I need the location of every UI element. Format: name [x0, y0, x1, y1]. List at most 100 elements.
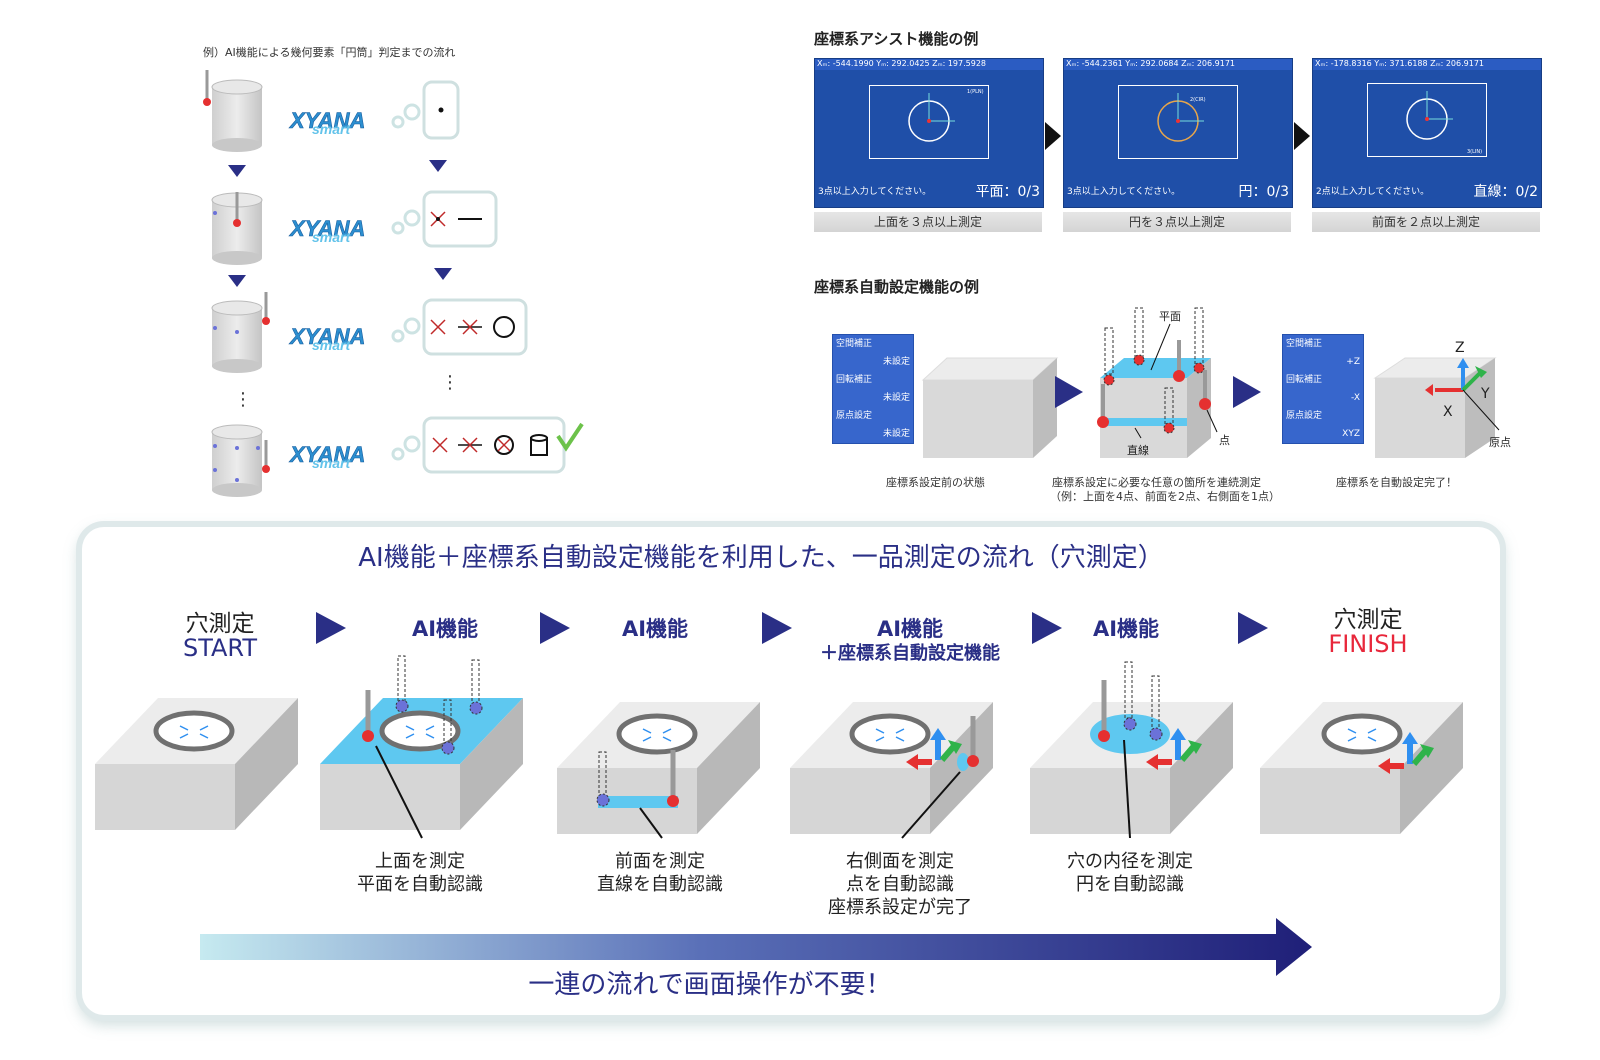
step-arrow	[540, 612, 570, 644]
flow-progress-arrow	[200, 918, 1312, 976]
start-label: 穴測定	[185, 611, 255, 637]
chain-icon-1	[391, 103, 421, 129]
assist-caption-2: 円を３点以上測定	[1063, 212, 1291, 232]
ellipsis-left: ⋮	[234, 389, 252, 410]
block-start	[95, 698, 298, 830]
coord-status-panel-after: 空間補正 +Z 回転補正 -X 原点設定 XYZ	[1282, 334, 1364, 444]
result-box-4	[422, 416, 566, 474]
label-line: 直線	[1127, 443, 1149, 457]
xyana-logo-3: XYANA smart	[288, 324, 366, 353]
auto-caption-after: 座標系を自動設定完了！	[1336, 476, 1457, 489]
label-origin: 原点	[1489, 436, 1511, 449]
left-caption: 例）AI機能による幾何要素「円筒」判定までの流れ	[203, 46, 456, 59]
xyana-logo-4: XYANA smart	[288, 442, 366, 471]
auto-heading: 座標系自動設定機能の例	[814, 278, 980, 296]
step-ai-4: AI機能	[1092, 617, 1160, 641]
axis-z-label: Z	[1455, 340, 1465, 356]
svg-text:XYANA: XYANA	[288, 108, 365, 133]
auto-caption-before: 座標系設定前の状態	[886, 476, 985, 489]
auto-caption-mid-1: 座標系設定に必要な任意の箇所を連続測定	[1052, 476, 1261, 489]
ellipsis-right: ⋮	[441, 372, 459, 393]
instruction-text: 3点以上入力してください。	[1067, 187, 1181, 197]
coords-readout: Xₘ: -544.2361 Yₘ: 292.0684 Zₘ: 206.9171	[1064, 59, 1292, 70]
coord-status-panel-before: 空間補正 未設定 回転補正 未設定 原点設定 未設定	[832, 334, 914, 444]
start-label-en: START	[182, 634, 258, 662]
xyana-logo-2: XYANA smart	[288, 216, 366, 245]
caption-step3: 右側面を測定点を自動認識座標系設定が完了	[828, 851, 972, 918]
assist-screen-line: Xₘ: -178.8316 Yₘ: 371.6188 Zₘ: 206.9171 …	[1312, 58, 1542, 208]
graphics-window	[869, 85, 989, 159]
graphics-window	[1118, 85, 1238, 159]
auto-setting-diagram: 平面 直線 点 Z Y X 原点	[921, 307, 1511, 458]
caption-step4: 穴の内径を測定円を自動認識	[1067, 851, 1193, 895]
axis-graphic: 1(PLN)	[908, 89, 984, 142]
axis-graphic: 2(CIR)	[1157, 93, 1206, 142]
result-box-3	[422, 298, 528, 356]
svg-text:2(CIR): 2(CIR)	[1190, 97, 1206, 103]
block-finish	[1260, 702, 1463, 834]
svg-text:smart: smart	[312, 455, 351, 471]
chain-icon-4	[391, 435, 421, 461]
axis-graphic: 3(LIN)	[1406, 91, 1482, 155]
point-count: 平面：0/3	[975, 184, 1040, 200]
step-ai-3: AI機能	[876, 617, 944, 641]
cylinder-4	[211, 424, 270, 497]
finish-label: 穴測定	[1333, 607, 1403, 633]
block-front-surface	[557, 702, 760, 839]
block-hole-inner	[1030, 661, 1233, 839]
auto-caption-mid-2: （例：上面を4点、前面を2点、右側面を1点）	[1050, 490, 1280, 503]
right-arrow	[1055, 376, 1083, 408]
result-box-2	[422, 190, 498, 248]
instruction-text: 2点以上入力してください。	[1316, 187, 1430, 197]
right-arrow	[1233, 376, 1261, 408]
svg-text:1(PLN): 1(PLN)	[967, 89, 984, 95]
step-ai-1: AI機能	[411, 617, 479, 641]
svg-text:XYANA: XYANA	[288, 216, 365, 241]
step-arrow	[762, 612, 792, 644]
point-count: 円：0/3	[1238, 184, 1289, 200]
flow-title: AI機能＋座標系自動設定機能を利用した、一品測定の流れ（穴測定）	[358, 543, 1164, 573]
chain-icon-3	[391, 317, 421, 343]
assist-caption-1: 上面を３点以上測定	[814, 212, 1042, 232]
finish-label-en: FINISH	[1328, 630, 1408, 658]
work-block-after: Z Y X 原点	[1373, 340, 1511, 458]
block-right-side	[790, 702, 993, 839]
point-count: 直線：0/2	[1473, 184, 1538, 200]
chain-icon-2	[391, 209, 421, 235]
cylinder-ai-diagram: XYANA smart XYANA smart	[203, 70, 584, 497]
step-ai-2: AI機能	[621, 617, 689, 641]
assist-heading: 座標系アシスト機能の例	[814, 30, 979, 48]
right-arrow	[1294, 122, 1310, 150]
svg-text:smart: smart	[312, 229, 351, 245]
label-plane: 平面	[1159, 310, 1181, 323]
assist-screen-plane: Xₘ: -544.1990 Yₘ: 292.0425 Zₘ: 197.5928 …	[814, 58, 1044, 208]
xyana-logo-1: XYANA smart	[288, 108, 366, 137]
coords-readout: Xₘ: -178.8316 Yₘ: 371.6188 Zₘ: 206.9171	[1313, 59, 1541, 70]
block-top-surface	[320, 655, 523, 839]
work-block-before	[921, 357, 1059, 458]
instruction-text: 3点以上入力してください。	[818, 187, 932, 197]
check-icon	[556, 422, 584, 452]
work-block-measuring: 平面 直線 点	[1097, 307, 1230, 458]
svg-text:3(LIN): 3(LIN)	[1467, 149, 1482, 155]
down-arrow	[434, 268, 452, 280]
svg-text:smart: smart	[312, 337, 351, 353]
step-arrow	[1032, 612, 1062, 644]
step-arrow	[1238, 612, 1268, 644]
svg-text:smart: smart	[312, 121, 351, 137]
cylinder-2	[211, 192, 263, 265]
axis-x-label: X	[1443, 404, 1453, 420]
caption-step2: 前面を測定直線を自動認識	[597, 851, 723, 895]
coords-readout: Xₘ: -544.1990 Yₘ: 292.0425 Zₘ: 197.5928	[815, 59, 1043, 70]
step-arrow	[316, 612, 346, 644]
svg-text:XYANA: XYANA	[288, 442, 365, 467]
assist-caption-3: 前面を２点以上測定	[1312, 212, 1540, 232]
axis-y-label: Y	[1480, 386, 1490, 402]
caption-step1: 上面を測定平面を自動認識	[357, 851, 483, 895]
right-arrow	[1045, 122, 1061, 150]
cylinder-3	[211, 292, 270, 373]
down-arrow	[228, 165, 246, 177]
result-box-1	[422, 80, 460, 140]
down-arrow	[228, 275, 246, 287]
svg-text:XYANA: XYANA	[288, 324, 365, 349]
